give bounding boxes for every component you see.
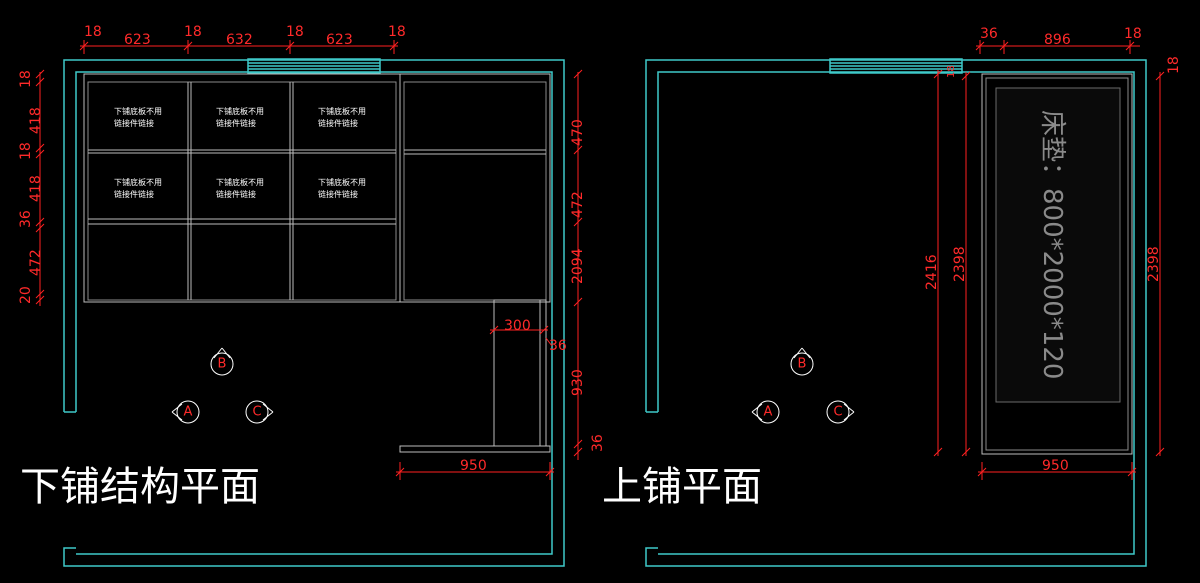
- dim-2398b: 2398: [1146, 246, 1162, 282]
- marker-b: B: [790, 347, 814, 376]
- dim-right-470: 470: [570, 119, 586, 146]
- right-vertical-dimensions: 2416 2398 2398 18 18: [924, 56, 1182, 457]
- dim-top-632: 632: [226, 32, 253, 48]
- left-inner-dimensions: 300 36 950: [395, 318, 567, 480]
- dim-top-623b: 623: [326, 32, 353, 48]
- note-line1: 下铺底板不用: [216, 177, 264, 187]
- dim-left-36: 36: [18, 210, 34, 228]
- cabinet-notes: 下铺底板不用 链接件链接 下铺底板不用 链接件链接 下铺底板不用 链接件链接 下…: [114, 106, 366, 199]
- left-top-dimensions: 18 623 18 632 18 623 18: [79, 24, 406, 54]
- dim-left-18b: 18: [18, 142, 34, 160]
- dim-top-18b: 18: [184, 24, 202, 40]
- dim-right-472: 472: [570, 191, 586, 218]
- note-line1: 下铺底板不用: [114, 177, 162, 187]
- note-line2: 链接件链接: [114, 118, 154, 128]
- left-markers: B A C: [171, 347, 274, 424]
- note-line1: 下铺底板不用: [318, 106, 366, 116]
- dim-36-side: 36: [549, 338, 567, 354]
- marker-b: B: [210, 347, 234, 376]
- dim-left-20: 20: [18, 286, 34, 304]
- dim-right-36: 36: [590, 434, 606, 452]
- dim-top-18d: 18: [388, 24, 406, 40]
- dim-2398a: 2398: [952, 246, 968, 282]
- dim-bottom-950: 950: [1042, 458, 1069, 474]
- note-line1: 下铺底板不用: [114, 106, 162, 116]
- dim-corner-18: 18: [1166, 56, 1182, 74]
- marker-a: A: [751, 400, 780, 424]
- note-line2: 链接件链接: [318, 189, 358, 199]
- right-bottom-dimension: 950: [977, 458, 1137, 480]
- dim-bottom-950: 950: [460, 458, 487, 474]
- marker-c: C: [826, 400, 855, 424]
- upper-bunk-plan: 床垫：800*2000*120 36 896 18 2416 2398 2398…: [602, 26, 1182, 567]
- bed-frame: 床垫：800*2000*120: [981, 73, 1133, 455]
- right-markers: B A C: [751, 347, 855, 424]
- note-line2: 链接件链接: [216, 118, 256, 128]
- note-line1: 下铺底板不用: [216, 106, 264, 116]
- left-walls: [63, 58, 565, 567]
- cabinet-grid: [83, 73, 551, 453]
- svg-text:A: A: [764, 405, 773, 420]
- svg-text:C: C: [252, 405, 261, 420]
- dim-left-418b: 418: [28, 175, 44, 202]
- left-side-dimensions: 18 418 18 418 36 472 20: [18, 69, 45, 306]
- dim-right-930: 930: [570, 369, 586, 396]
- dim-tiny-18: 18: [946, 65, 957, 78]
- note-line1: 下铺底板不用: [318, 177, 366, 187]
- svg-text:B: B: [798, 357, 807, 372]
- mattress: [995, 87, 1121, 403]
- right-walls: [645, 58, 1147, 567]
- dim-top-36: 36: [980, 26, 998, 42]
- upper-bunk-title: 上铺平面: [602, 464, 762, 510]
- lower-bunk-title: 下铺结构平面: [20, 464, 260, 510]
- right-top-dimensions: 36 896 18: [975, 26, 1142, 54]
- dim-300: 300: [504, 318, 531, 334]
- dim-2416: 2416: [924, 254, 940, 290]
- dim-left-418a: 418: [28, 107, 44, 134]
- dim-top-18: 18: [1124, 26, 1142, 42]
- dim-top-623a: 623: [124, 32, 151, 48]
- dim-left-472: 472: [28, 249, 44, 276]
- note-line2: 链接件链接: [114, 189, 154, 199]
- mattress-label: 床垫：800*2000*120: [1037, 110, 1067, 379]
- svg-text:C: C: [833, 405, 842, 420]
- dim-top-18a: 18: [84, 24, 102, 40]
- note-line2: 链接件链接: [216, 189, 256, 199]
- marker-a: A: [171, 400, 200, 424]
- svg-text:B: B: [218, 357, 227, 372]
- dim-top-18c: 18: [286, 24, 304, 40]
- dim-right-2094: 2094: [570, 248, 586, 284]
- left-right-dimensions: 470 472 2094 930 36: [570, 69, 606, 460]
- dim-top-896: 896: [1044, 32, 1071, 48]
- svg-text:A: A: [184, 405, 193, 420]
- lower-bunk-plan: 下铺底板不用 链接件链接 下铺底板不用 链接件链接 下铺底板不用 链接件链接 下…: [18, 24, 606, 567]
- marker-c: C: [245, 400, 274, 424]
- dim-left-18a: 18: [18, 70, 34, 88]
- note-line2: 链接件链接: [318, 118, 358, 128]
